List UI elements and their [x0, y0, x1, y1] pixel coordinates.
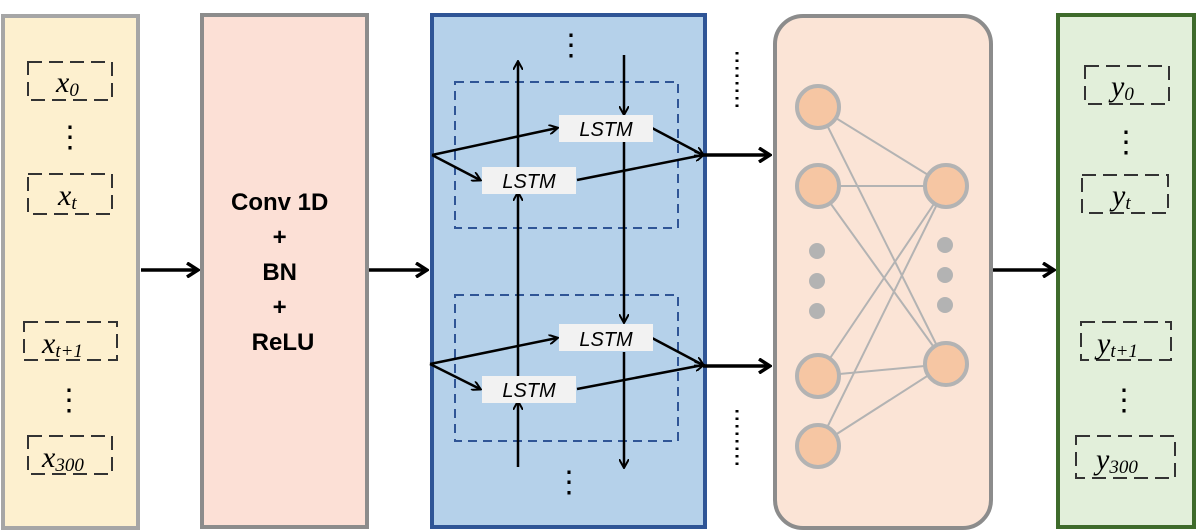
conv-line-2: +: [273, 224, 287, 251]
input-xt1-sub: t+1: [55, 341, 83, 362]
dense-neuron-right-dot-2: [937, 267, 953, 283]
lstm-cell-upper-backward-label: LSTM: [502, 171, 556, 193]
lstm-lower-out-arrow-1: [651, 336, 703, 365]
lstm-upper-in-arrow-2: [431, 153, 480, 180]
dense-neuron-left-3: [795, 353, 841, 399]
lstm-vdots-top: ⋮: [556, 29, 586, 62]
lstm-cell-upper-forward: LSTM: [559, 115, 653, 142]
input-xt-sub: t: [71, 193, 77, 214]
output-yt1-sub: t+1: [1110, 341, 1138, 362]
svg-text:xt+1: xt+1: [41, 327, 83, 362]
input-xt1-dashed-box: [23, 321, 118, 361]
input-x300-sub: 300: [54, 455, 84, 476]
svg-text:yt: yt: [1109, 179, 1131, 214]
input-x300-dashed-box: [27, 435, 113, 475]
output-yt-dashed-box: [1081, 174, 1169, 214]
output-item-yt1: yt+1: [1080, 321, 1172, 362]
lstm-cell-lower-backward-box: [482, 376, 576, 403]
input-item-xt1: xt+1: [23, 321, 118, 362]
output-block: y0 ⋮ yt yt+1 ⋮ y300: [1056, 13, 1196, 529]
conv-line-5: ReLU: [252, 329, 315, 356]
lstm-lower-out-arrow-2: [576, 365, 703, 391]
dense-neuron-left-dot-3: [809, 303, 825, 319]
lstm-lower-in-arrow-2: [429, 362, 480, 389]
lstm-upper-in-arrow-1: [431, 128, 557, 157]
output-vdots-1: ⋮: [1111, 126, 1141, 159]
conv-block-box: [200, 13, 369, 529]
output-yt-sub: t: [1125, 193, 1131, 214]
conv-line-1: Conv 1D: [231, 189, 328, 216]
output-item-yt: yt: [1081, 174, 1169, 214]
dense-neuron-right-2: [923, 341, 969, 387]
input-item-x300: x300: [27, 435, 113, 476]
output-y0-dashed-box: [1084, 65, 1170, 105]
svg-text:yt+1: yt+1: [1094, 327, 1138, 362]
svg-text:x0: x0: [55, 66, 79, 101]
lstm-cell-upper-forward-label: LSTM: [579, 119, 633, 141]
input-vdots-2: ⋮: [54, 384, 84, 417]
output-y300-base: y: [1093, 443, 1110, 476]
svg-text:Conv 1D + BN: Conv 1D + BN + ReLU: [231, 189, 335, 356]
svg-text:y0: y0: [1108, 70, 1134, 105]
output-y0-sub: 0: [1124, 84, 1134, 105]
dense-neuron-left-2: [795, 163, 841, 209]
lstm-cell-lower-backward: LSTM: [482, 376, 576, 403]
output-y0-base: y: [1108, 70, 1125, 103]
lstm-cell-upper-backward-box: [482, 167, 576, 194]
dense-neuron-right-dot-3: [937, 297, 953, 313]
lstm-cell-upper-forward-box: [559, 115, 653, 142]
lstm-group-upper: [454, 81, 679, 229]
dense-neuron-right-1: [923, 163, 969, 209]
lstm-block-box: [430, 13, 707, 529]
lstm-cell-lower-forward-label: LSTM: [579, 329, 633, 351]
input-block-box: [1, 14, 140, 530]
lstm-cell-upper-backward: LSTM: [482, 167, 576, 194]
dense-neuron-left-dot-1: [809, 243, 825, 259]
dense-neuron-right-dot-1: [937, 237, 953, 253]
input-xt-dashed-box: [27, 173, 113, 215]
dense-neuron-left-1: [795, 84, 841, 130]
lstm-cell-lower-forward: LSTM: [559, 324, 653, 351]
input-x300-base: x: [41, 441, 56, 474]
dense-block: [773, 14, 993, 530]
conv-block: Conv 1D + BN + ReLU: [200, 13, 369, 529]
lstm-vdots-bottom: ⋮: [554, 466, 584, 499]
output-block-box: [1056, 13, 1196, 529]
svg-text:xt: xt: [57, 179, 77, 214]
lstm-cell-lower-backward-label: LSTM: [502, 380, 556, 402]
lstm-block: ⋮ ⋮ LSTM LSTM: [429, 13, 707, 529]
dense-neuron-left-4: [795, 423, 841, 469]
svg-text:y300: y300: [1093, 443, 1138, 478]
conv-line-3: BN: [262, 259, 297, 286]
lstm-cell-lower-forward-box: [559, 324, 653, 351]
output-y300-sub: 300: [1108, 457, 1138, 478]
svg-text:x300: x300: [41, 441, 84, 476]
input-vdots-1: ⋮: [55, 121, 85, 154]
output-vdots-2: ⋮: [1109, 384, 1139, 417]
input-xt1-base: x: [41, 327, 56, 360]
input-x0-sub: 0: [69, 80, 79, 101]
dense-neuron-left-dot-2: [809, 273, 825, 289]
input-block: x0 ⋮ xt xt+1 ⋮ x300: [1, 14, 140, 530]
output-y300-dashed-box: [1075, 435, 1176, 479]
input-x0-base: x: [55, 66, 70, 99]
dense-connections: [817, 106, 947, 447]
output-yt-base: y: [1109, 179, 1126, 212]
output-item-y300: y300: [1075, 435, 1176, 479]
input-item-xt: xt: [27, 173, 113, 215]
input-xt-base: x: [57, 179, 72, 212]
input-item-x0: x0: [27, 61, 113, 101]
lstm-upper-out-arrow-1: [651, 126, 703, 155]
lstm-group-lower: [454, 294, 679, 442]
lstm-lower-in-arrow-1: [429, 338, 557, 366]
output-yt1-base: y: [1094, 327, 1111, 360]
dense-block-box: [773, 14, 993, 530]
conv-line-4: +: [273, 294, 287, 321]
output-yt1-dashed-box: [1080, 321, 1172, 361]
output-item-y0: y0: [1084, 65, 1170, 105]
lstm-upper-out-arrow-2: [576, 155, 703, 182]
input-x0-dashed-box: [27, 61, 113, 101]
